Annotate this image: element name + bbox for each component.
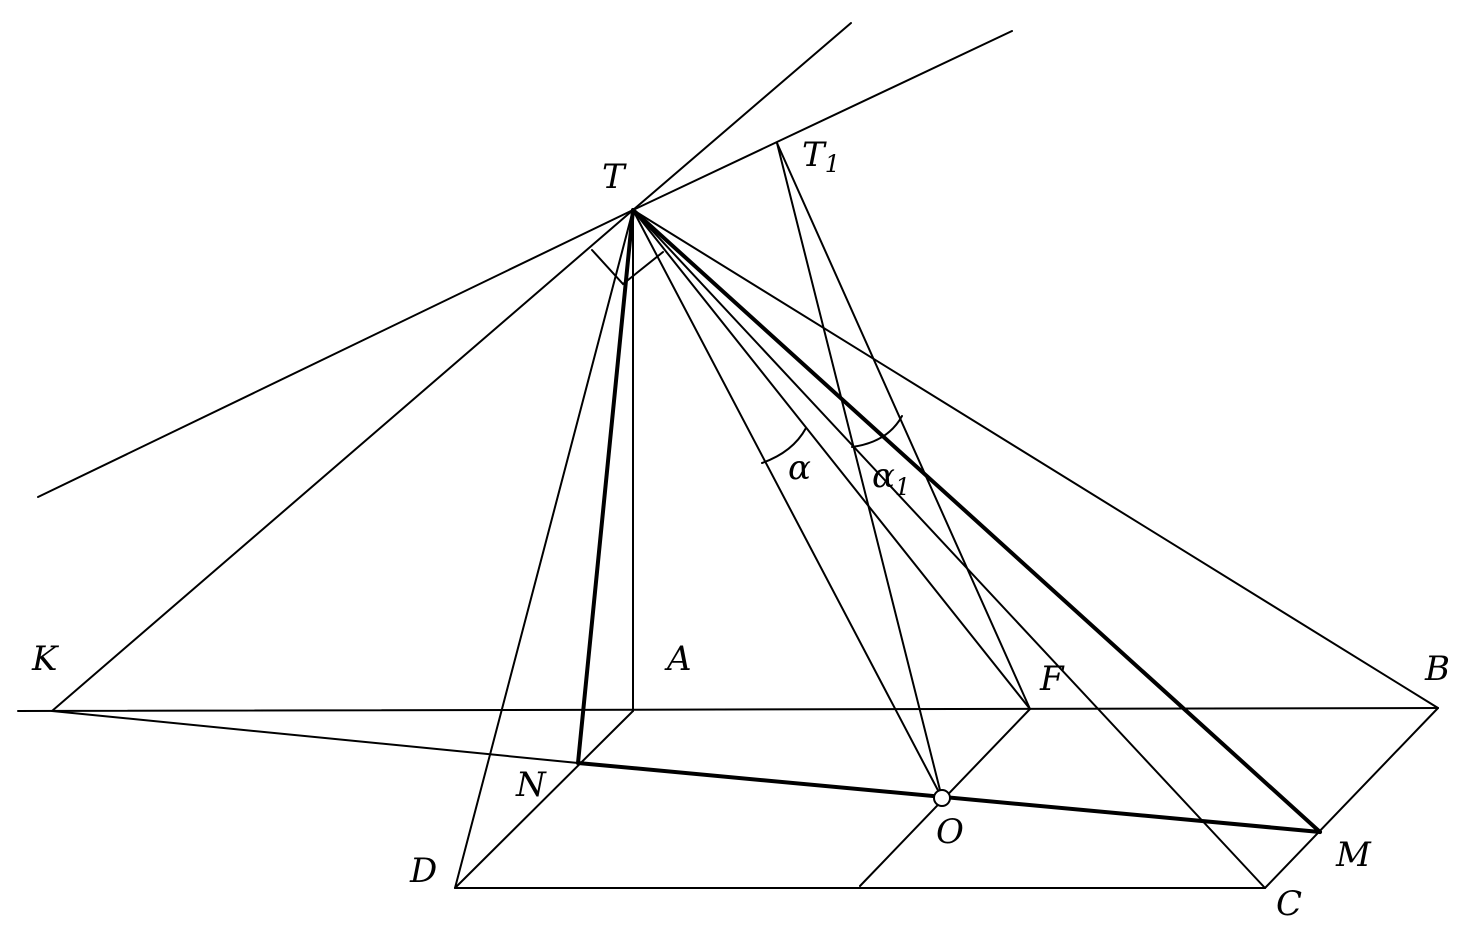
label-n: N [515, 765, 547, 805]
line-tf [632, 209, 1031, 710]
label-k: K [31, 639, 60, 679]
edge-bc [1264, 707, 1439, 889]
line-tc [632, 209, 1266, 889]
line-ray-left [37, 209, 634, 498]
line-t1-f [776, 142, 1031, 710]
label-o: O [936, 812, 964, 852]
label-f: F [1039, 659, 1065, 699]
line-ray-up-2 [632, 30, 1013, 211]
line-ray-up-1 [632, 22, 852, 211]
line-tm-bold [631, 208, 1322, 834]
base-line-kb [17, 707, 1439, 712]
label-alpha1: α1 [872, 456, 910, 501]
line-tn-bold [576, 208, 635, 765]
label-c: C [1276, 884, 1302, 924]
line-to [632, 209, 943, 799]
label-m: M [1335, 835, 1372, 875]
point-o-marker [933, 789, 951, 807]
angle-alpha-arc [761, 427, 807, 464]
right-angle-mark [591, 249, 664, 286]
label-a: A [664, 639, 692, 679]
line-tb [632, 209, 1439, 709]
edge-ad [454, 710, 634, 889]
line-t1-o [776, 142, 943, 799]
label-t: T [602, 157, 627, 197]
line-tk [51, 209, 634, 712]
line-td [454, 209, 634, 889]
angle-alpha1-arc [851, 415, 903, 448]
label-d: D [409, 851, 437, 891]
label-alpha: α [788, 448, 811, 488]
label-t1: T1 [802, 135, 840, 178]
label-b: B [1424, 649, 1450, 689]
